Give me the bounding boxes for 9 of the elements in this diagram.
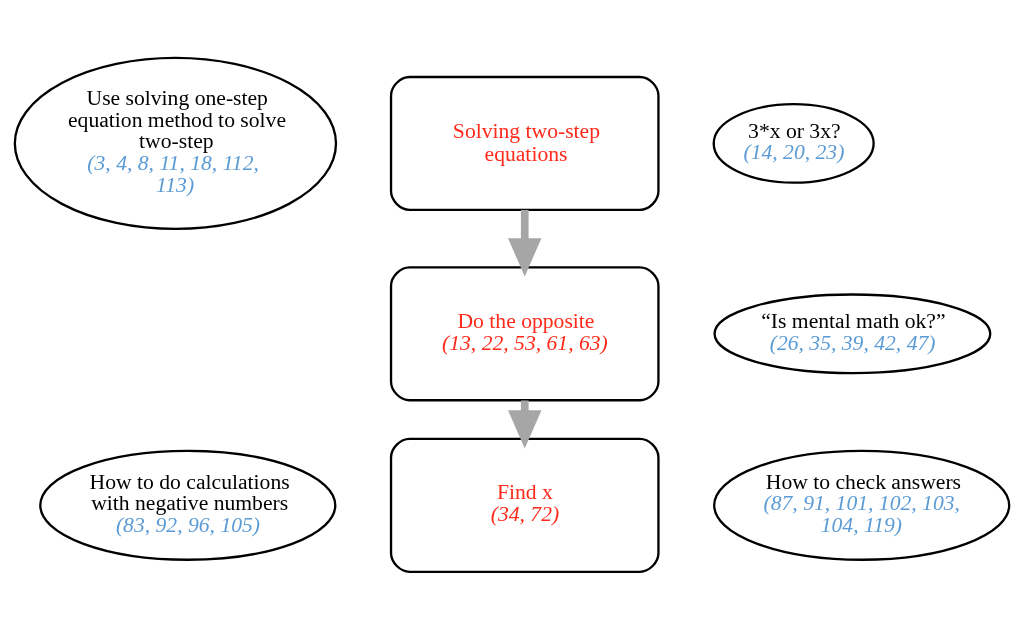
node-ellipse: Use solving one-step equation method to solve two-step (3, 4, 8, 11, 18, 112, 113) [13, 56, 338, 231]
node-ellipse: How to check answers (87, 91, 101, 102, 103, 104, 119) [713, 449, 1011, 561]
node-box: Do the opposite (13, 22, 53, 61, 63) [389, 266, 660, 402]
arrow [508, 209, 542, 277]
node-ellipse: 3*x or 3x? (14, 20, 23) [712, 103, 875, 184]
node-ellipse: How to do calculations with negative numbers (83, 92, 96, 105) [39, 449, 337, 561]
node-box: Find x (34, 72) [389, 437, 660, 573]
node-ellipse: “Is mental math ok?” (26, 35, 39, 42, 47) [713, 293, 992, 375]
node-box: Solving two-step equations [389, 75, 660, 212]
